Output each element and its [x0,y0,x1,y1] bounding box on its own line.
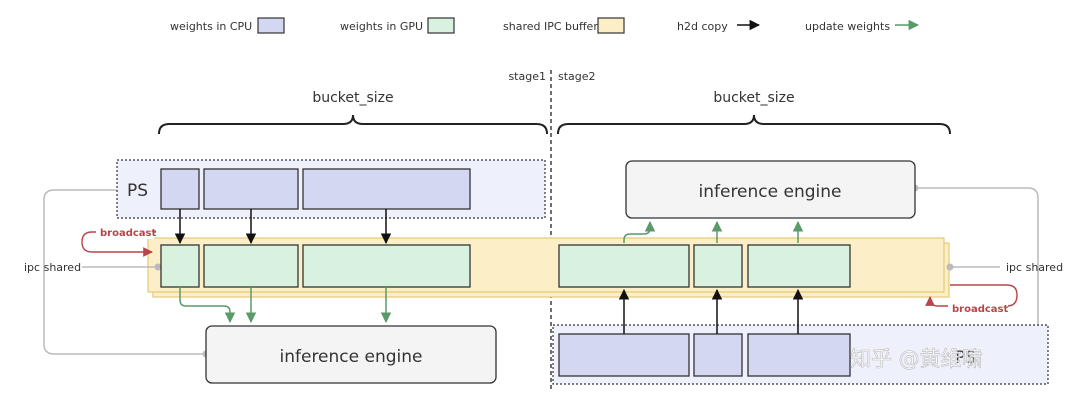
bucket-size-right-label: bucket_size [713,90,794,106]
broadcast-left-label: broadcast [100,228,156,239]
stage2-label: stage2 [558,70,596,83]
cpu-bucket-right-1 [558,333,690,377]
ipc-shared-right-label: ipc shared [1006,261,1063,274]
inference-engine-top-label: inference engine [699,182,842,202]
update-arrow-left-1 [179,287,236,324]
ipc-shared-left-label: ipc shared [24,261,81,274]
inference-engine-bottom-label: inference engine [280,347,423,367]
inference-engine-top [625,160,916,219]
legend-h2d-label: h2d copy [677,20,728,33]
ps-left-label: PS [127,181,148,201]
ipc-link-left [43,189,206,355]
broadcast-right-label: broadcast [952,304,1008,315]
legend-update-label: update weights [805,20,890,33]
gpu-bucket-right-3 [747,244,851,288]
update-arrow-right-1 [623,220,656,243]
ps-right-label: PS [955,348,976,368]
ipc-dot-left [154,263,162,271]
legend-cpu-label: weights in CPU [170,20,252,33]
gpu-bucket-right-2 [693,244,743,288]
ipc-dot-right [946,263,954,271]
gpu-bucket-left-3 [302,244,471,288]
legend-ipc-label: shared IPC buffer [503,20,598,33]
cpu-bucket-left-1 [160,168,200,210]
gpu-bucket-right-1 [558,244,690,288]
legend-gpu-swatch [427,17,455,34]
legend-ipc-swatch [597,17,625,34]
broadcast-right-arrow [925,284,1018,307]
gpu-bucket-left-1 [160,244,200,288]
gpu-bucket-left-2 [203,244,299,288]
bucket-brace-right [557,114,951,135]
bucket-size-left-label: bucket_size [312,90,393,106]
cpu-bucket-left-2 [203,168,299,210]
cpu-bucket-right-3 [747,333,851,377]
cpu-bucket-left-3 [302,168,471,210]
inference-engine-bottom [205,325,497,384]
stage1-label: stage1 [508,70,546,83]
cpu-bucket-right-2 [693,333,743,377]
legend-cpu-swatch [257,17,285,34]
broadcast-left-arrow [81,231,156,257]
watermark: 知乎 @黄维啸 [850,347,983,371]
legend: weights in CPU weights in GPU shared IPC… [170,17,920,34]
legend-gpu-label: weights in GPU [340,20,423,33]
bucket-brace-left [158,114,548,135]
